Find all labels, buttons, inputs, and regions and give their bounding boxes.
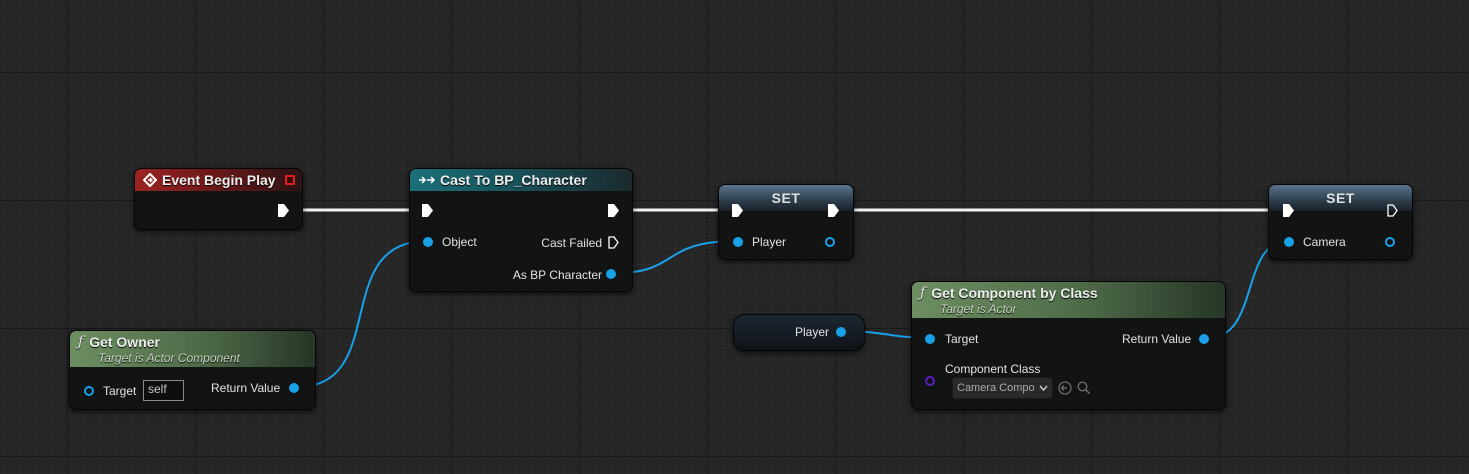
chevron-down-icon bbox=[1039, 385, 1048, 391]
cast-header: Cast To BP_Character bbox=[410, 169, 632, 191]
event-diamond-icon bbox=[143, 173, 157, 187]
return-value-label: Return Value bbox=[211, 381, 281, 395]
return-value-pin[interactable] bbox=[289, 383, 299, 393]
player-in-pin[interactable] bbox=[733, 237, 743, 247]
get-component-title: Get Component by Class bbox=[931, 284, 1098, 301]
cast-failed-label: Cast Failed bbox=[541, 236, 602, 250]
exec-out-arrow-icon[interactable] bbox=[828, 204, 839, 217]
object-label: Object bbox=[442, 235, 477, 249]
set-player-node[interactable]: SET Player bbox=[718, 184, 854, 260]
cast-title: Cast To BP_Character bbox=[440, 172, 587, 188]
event-begin-play-header: Event Begin Play bbox=[135, 169, 302, 191]
get-component-node[interactable]: ƒ Get Component by Class Target is Actor… bbox=[911, 281, 1226, 410]
cast-failed-exec-icon[interactable] bbox=[608, 236, 619, 249]
as-bp-character-pin[interactable] bbox=[606, 269, 616, 279]
player-variable-label: Player bbox=[795, 325, 830, 339]
exec-in-arrow-icon[interactable] bbox=[422, 204, 433, 217]
player-variable-node[interactable]: Player bbox=[733, 314, 865, 351]
exec-in-arrow-icon[interactable] bbox=[1283, 204, 1294, 217]
red-square-icon[interactable] bbox=[285, 175, 295, 185]
function-f-icon: ƒ bbox=[78, 333, 84, 350]
search-icon[interactable] bbox=[1077, 381, 1091, 395]
target-self-field[interactable]: self bbox=[143, 380, 184, 401]
component-class-value: Camera Compo bbox=[957, 382, 1035, 394]
component-class-pin[interactable] bbox=[925, 376, 935, 386]
data-wire-cast-to-player bbox=[614, 240, 738, 274]
get-owner-title: Get Owner bbox=[89, 333, 160, 350]
data-wire-owner-to-object bbox=[296, 240, 428, 388]
player-variable-pin[interactable] bbox=[836, 327, 846, 337]
player-label: Player bbox=[752, 235, 787, 249]
cast-node[interactable]: Cast To BP_Character Object Cast Failed … bbox=[409, 168, 633, 292]
player-out-pin[interactable] bbox=[825, 237, 835, 247]
return-value-label: Return Value bbox=[1122, 332, 1192, 346]
camera-in-pin[interactable] bbox=[1284, 237, 1294, 247]
exec-in-arrow-icon[interactable] bbox=[732, 204, 743, 217]
target-label: Target bbox=[103, 384, 137, 398]
get-owner-node[interactable]: ƒ Get Owner Target is Actor Component Ta… bbox=[69, 330, 316, 410]
browse-arrow-icon[interactable] bbox=[1058, 381, 1072, 395]
return-value-pin[interactable] bbox=[1199, 334, 1209, 344]
object-pin[interactable] bbox=[423, 237, 433, 247]
exec-out-arrow-icon[interactable] bbox=[1387, 204, 1398, 217]
target-pin[interactable] bbox=[84, 386, 94, 396]
as-bp-character-label: As BP Character bbox=[512, 268, 602, 282]
exec-out-arrow-icon[interactable] bbox=[608, 204, 619, 217]
target-label: Target bbox=[945, 332, 979, 346]
target-pin[interactable] bbox=[925, 334, 935, 344]
get-owner-header: ƒ Get Owner Target is Actor Component bbox=[70, 331, 315, 367]
set-camera-node[interactable]: SET Camera bbox=[1268, 184, 1413, 260]
get-component-subtitle: Target is Actor bbox=[940, 301, 1017, 316]
cast-arrows-icon bbox=[419, 176, 436, 184]
function-f-icon: ƒ bbox=[920, 284, 926, 301]
get-component-header: ƒ Get Component by Class Target is Actor bbox=[912, 282, 1225, 318]
event-begin-play-title: Event Begin Play bbox=[162, 172, 276, 188]
camera-out-pin[interactable] bbox=[1385, 237, 1395, 247]
component-class-label: Component Class bbox=[945, 362, 1041, 376]
event-begin-play-node[interactable]: Event Begin Play bbox=[134, 168, 303, 230]
get-owner-subtitle: Target is Actor Component bbox=[98, 350, 240, 365]
component-class-dropdown[interactable]: Camera Compo bbox=[952, 377, 1053, 399]
camera-label: Camera bbox=[1303, 235, 1346, 249]
exec-out-arrow-icon[interactable] bbox=[278, 204, 289, 217]
